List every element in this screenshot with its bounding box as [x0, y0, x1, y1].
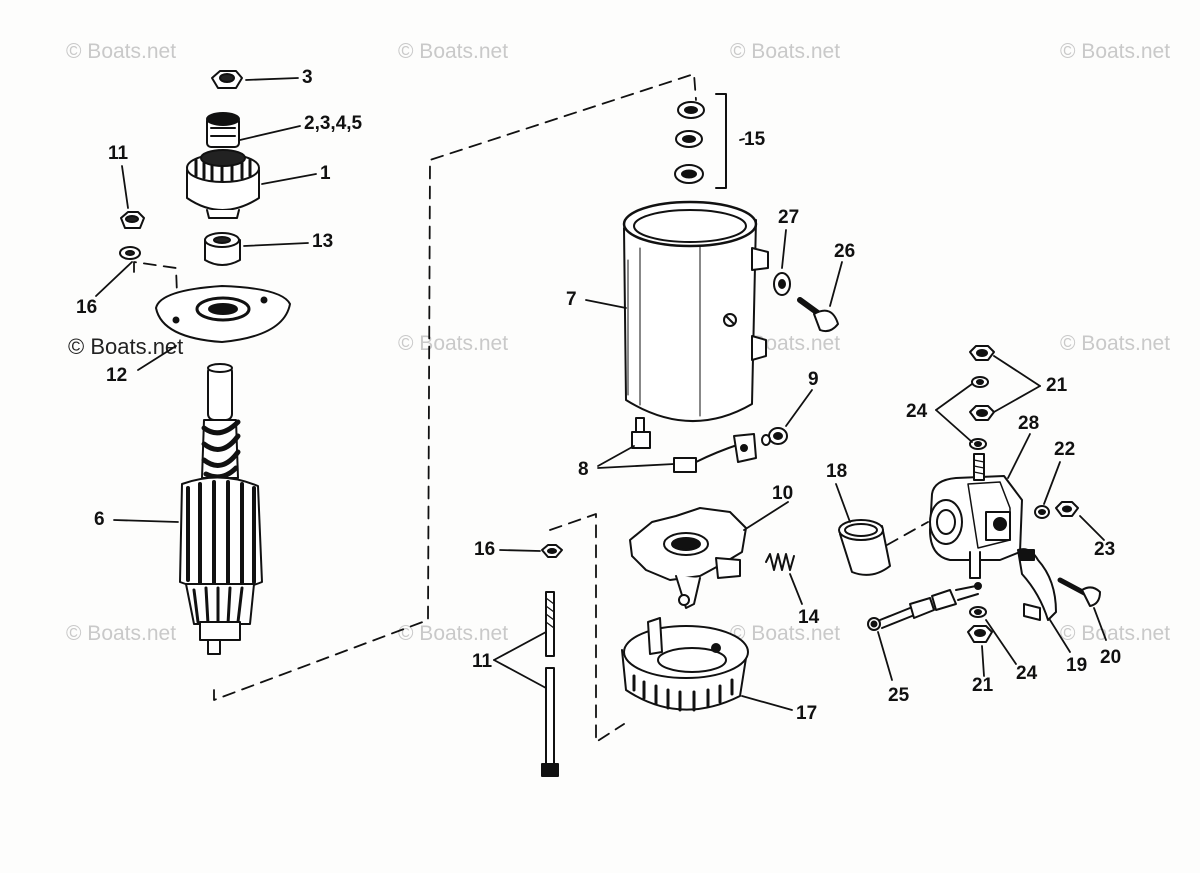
spring-part-14: [765, 553, 795, 571]
leader-lines: [95, 77, 1107, 711]
watermark: © Boats.net: [66, 622, 177, 645]
callout-19: 19: [1066, 655, 1088, 676]
callout-8: 8: [578, 459, 589, 480]
frame-part-7: [622, 200, 769, 422]
washer-part-24-bottom: [969, 606, 987, 618]
watermark: © Boats.net: [68, 334, 184, 359]
washer-part-24-mid: [969, 438, 987, 450]
callout-6: 6: [94, 509, 105, 530]
collar-part-13: [204, 232, 241, 266]
solenoid-part-28: [929, 453, 1023, 579]
callout-1: 1: [320, 163, 331, 184]
watermark: © Boats.net: [1060, 40, 1171, 63]
watermark: © Boats.net: [1060, 332, 1171, 355]
callout-27: 27: [778, 207, 800, 228]
washer-part-24-top: [971, 376, 989, 388]
callout-14: 14: [798, 607, 820, 628]
callout-24-bottom: 24: [1016, 663, 1038, 684]
screw-part-26: [797, 297, 839, 333]
armature-part-6: [179, 363, 263, 655]
washer-part-27: [773, 272, 791, 296]
callout-21-top: 21: [1046, 375, 1068, 396]
assembly-guide-lines: [133, 73, 929, 743]
washer-part-16-center: [541, 544, 563, 558]
nut-part-9: [761, 427, 788, 446]
watermark: © Boats.net: [398, 622, 509, 645]
boot-part-18: [838, 519, 891, 576]
drive-spring-part-2345: [206, 112, 240, 148]
callout-23: 23: [1094, 539, 1116, 560]
callout-16-center: 16: [474, 539, 496, 560]
nut-part-21-top: [969, 345, 995, 361]
watermark: © Boats.net: [730, 40, 841, 63]
watermark: © Boats.net: [66, 40, 177, 63]
callout-21-bottom: 21: [972, 675, 994, 696]
end-plate-part-12: [155, 285, 291, 343]
callout-3: 3: [302, 67, 313, 88]
washer-part-22: [1034, 505, 1050, 519]
screw-part-20: [1057, 577, 1101, 607]
brush-lead-part-8: [631, 417, 757, 473]
callout-9: 9: [808, 369, 819, 390]
callout-16-left: 16: [76, 297, 98, 318]
watermark: © Boats.net: [398, 40, 509, 63]
end-head-part-17: [621, 617, 749, 712]
washers-part-15: [674, 93, 727, 189]
watermark: © Boats.net: [398, 332, 509, 355]
washer-part-16: [119, 246, 141, 260]
callout-17: 17: [796, 703, 818, 724]
callout-15: 15: [744, 129, 766, 150]
bracket-part-19: [1017, 548, 1057, 621]
plunger-link-part-25: [867, 582, 982, 631]
drive-gear-part-1: [186, 149, 260, 219]
callout-28: 28: [1018, 413, 1040, 434]
nut-part-21-mid: [969, 405, 995, 421]
callout-13: 13: [312, 231, 334, 252]
callout-22: 22: [1054, 439, 1076, 460]
callout-10: 10: [772, 483, 794, 504]
through-bolts-part-11: [541, 591, 559, 777]
nut-part-11: [120, 211, 145, 229]
nut-part-21-bottom: [967, 625, 993, 643]
watermark: © Boats.net: [730, 622, 841, 645]
callout-2345: 2,3,4,5: [304, 113, 363, 134]
callout-20: 20: [1100, 647, 1122, 668]
brush-plate-part-10: [629, 507, 747, 609]
nut-part-23: [1055, 501, 1079, 517]
callout-26: 26: [834, 241, 856, 262]
callout-7: 7: [566, 289, 577, 310]
callout-24-top: 24: [906, 401, 928, 422]
nut-part-3: [211, 70, 243, 89]
callout-25: 25: [888, 685, 910, 706]
watermark: © Boats.net: [1060, 622, 1171, 645]
callout-12: 12: [106, 365, 128, 386]
callout-18: 18: [826, 461, 848, 482]
callout-11-center: 11: [472, 651, 493, 672]
callout-11-left: 11: [108, 143, 129, 164]
